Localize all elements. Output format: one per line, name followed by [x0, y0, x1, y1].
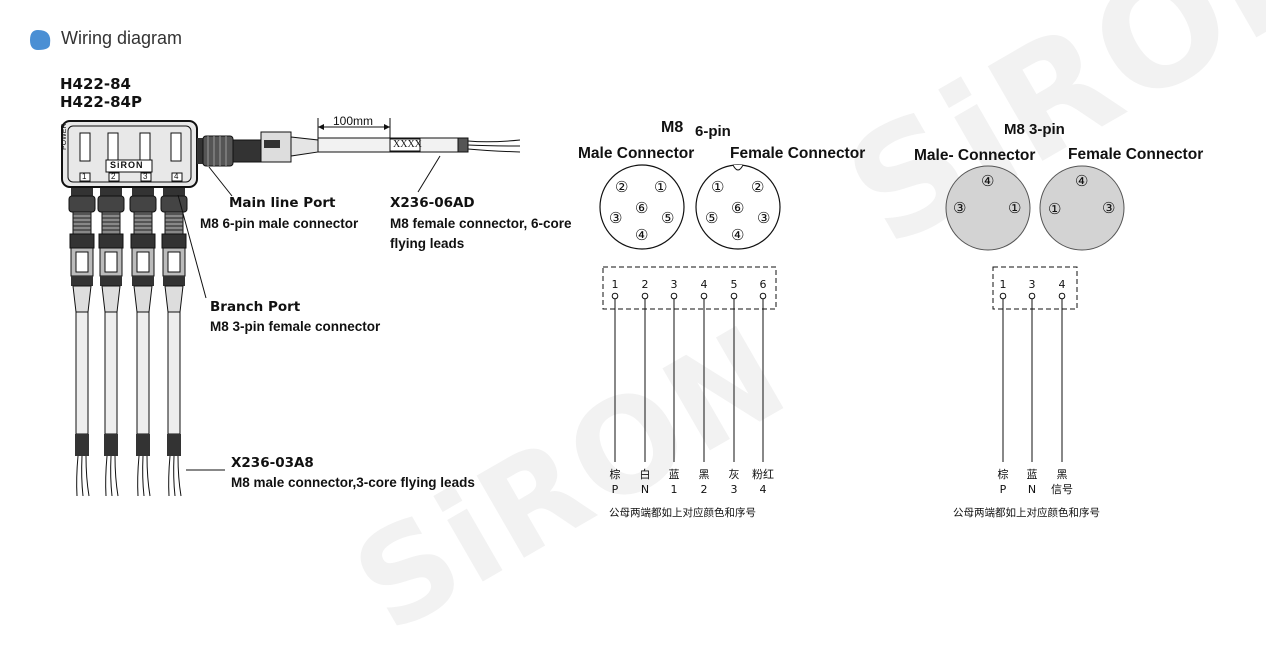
six-pin-wire-color: 灰	[728, 468, 740, 481]
cable-desc-line-2: flying leads	[390, 236, 465, 251]
six-male-pin-f: ④	[635, 227, 649, 244]
six-pin-pin-number: 5	[730, 278, 738, 291]
six-pin-faces	[599, 164, 781, 462]
three-pin-wire-color: 蓝	[1026, 468, 1038, 481]
three-female-pin-b: ①	[1048, 201, 1062, 218]
six-pin-terminal-5	[730, 292, 738, 300]
branch-cable-desc: M8 male connector,3-core flying leads	[231, 475, 475, 490]
three-female-pin-c: ③	[1102, 200, 1116, 217]
cable-marking: XXXX	[393, 139, 422, 150]
six-male-pin-a: ②	[615, 179, 629, 196]
six-pin-terminal-2	[641, 292, 649, 300]
six-female-pin-a: ①	[711, 179, 725, 196]
cable-desc-line-1: M8 female connector, 6-core	[390, 216, 572, 231]
three-pin-note: 公母两端都如上对应颜色和序号	[953, 507, 1100, 519]
six-pin-terminal-1	[611, 292, 619, 300]
six-pin-wire-color: 白	[639, 468, 651, 481]
six-pin-wire-color: 棕	[609, 468, 621, 481]
three-pin-title: M8 3-pin	[1004, 121, 1065, 138]
three-male-pin-b: ③	[953, 200, 967, 217]
six-pin-terminal-4	[700, 292, 708, 300]
model-name-2: H422-84P	[60, 93, 142, 111]
six-pin-terminal-6	[759, 292, 767, 300]
port-number-1: 1	[82, 172, 87, 181]
six-pin-note: 公母两端都如上对应颜色和序号	[609, 507, 756, 519]
six-pin-wire-color: 黑	[698, 468, 710, 481]
six-pin-pin-number: 1	[611, 278, 619, 291]
three-pin-pin-number: 3	[1028, 278, 1036, 291]
three-pin-male-label: Male- Connector	[914, 147, 1036, 164]
six-pin-wire-signal: 2	[700, 483, 708, 496]
six-pin-pin-number: 6	[759, 278, 767, 291]
three-pin-pin-number: 4	[1058, 278, 1066, 291]
three-pin-female-label: Female Connector	[1068, 146, 1204, 163]
six-pin-title-suffix: 6-pin	[695, 123, 731, 140]
six-male-pin-d: ⑥	[635, 200, 649, 217]
three-pin-terminal-1	[999, 292, 1007, 300]
six-pin-male-label: Male Connector	[578, 145, 695, 162]
six-pin-pin-number: 2	[641, 278, 649, 291]
six-pin-wire-signal: 4	[759, 483, 767, 496]
six-pin-terminal-3	[670, 292, 678, 300]
branch-port-title: Branch Port	[210, 299, 301, 315]
device-drawing	[61, 118, 521, 497]
six-pin-wire-signal: 3	[730, 483, 738, 496]
port-number-4: 4	[174, 172, 179, 181]
three-pin-pin-number: 1	[999, 278, 1007, 291]
six-female-pin-b: ②	[751, 179, 765, 196]
main-port-title: Main line Port	[229, 195, 336, 211]
three-female-pin-a: ④	[1075, 173, 1089, 190]
section-bullet-icon	[30, 30, 51, 50]
branch-cable-4	[160, 188, 188, 497]
three-pin-faces	[945, 165, 1125, 462]
branch-cable-code: X236-03A8	[231, 455, 314, 471]
six-pin-wire-signal: P	[611, 483, 619, 496]
three-pin-terminal-4	[1058, 292, 1066, 300]
model-name-1: H422-84	[60, 75, 131, 93]
six-pin-pin-number: 3	[670, 278, 678, 291]
six-male-pin-e: ⑤	[661, 210, 675, 227]
six-pin-wire-signal: 1	[670, 483, 678, 496]
six-female-pin-f: ④	[731, 227, 745, 244]
port-number-3: 3	[143, 172, 148, 181]
three-male-pin-a: ④	[981, 173, 995, 190]
three-pin-wire-color: 棕	[997, 468, 1009, 481]
six-pin-wire-signal: N	[640, 483, 650, 496]
branch-port-desc: M8 3-pin female connector	[210, 319, 381, 334]
three-pin-terminal-3	[1028, 292, 1036, 300]
cable-code: X236-06AD	[390, 195, 475, 211]
branch-cable-1	[68, 188, 96, 497]
six-pin-wire-color: 粉红	[752, 468, 774, 481]
six-pin-pin-number: 4	[700, 278, 708, 291]
six-female-pin-e: ③	[757, 210, 771, 227]
three-pin-wire-signal: P	[999, 483, 1007, 496]
three-male-pin-c: ①	[1008, 200, 1022, 217]
cable-dimension: 100mm	[333, 114, 374, 128]
section-title: Wiring diagram	[61, 28, 183, 48]
six-female-pin-d: ⑥	[731, 200, 745, 217]
port-number-2: 2	[111, 172, 116, 181]
six-male-pin-c: ③	[609, 210, 623, 227]
six-female-pin-c: ⑤	[705, 210, 719, 227]
six-pin-wire-color: 蓝	[668, 468, 680, 481]
branch-cable-2	[97, 188, 125, 497]
six-pin-female-label: Female Connector	[730, 145, 866, 162]
branch-cable-3	[129, 188, 157, 497]
three-pin-wire-signal: 信号	[1051, 483, 1073, 496]
device-brand-plate: SiRON	[110, 160, 144, 170]
three-pin-wire-color: 黑	[1056, 468, 1068, 481]
six-male-pin-b: ①	[654, 179, 668, 196]
main-port-desc: M8 6-pin male connector	[200, 216, 359, 231]
three-pin-wire-signal: N	[1027, 483, 1037, 496]
six-pin-title-prefix: M8	[661, 119, 684, 136]
